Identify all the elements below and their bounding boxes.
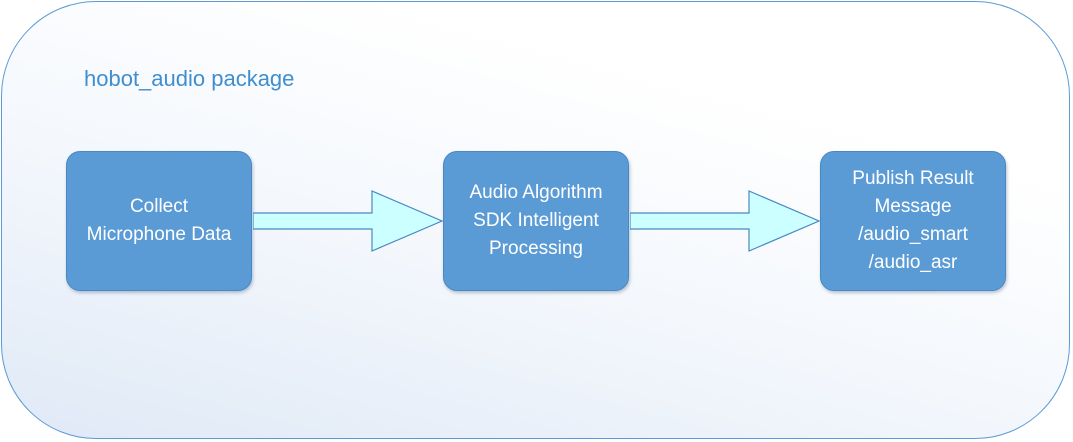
box-line: /audio_smart: [858, 224, 968, 245]
box-line: Processing: [489, 238, 583, 259]
box-line: Message: [874, 196, 952, 217]
box-line: /audio_asr: [868, 252, 958, 273]
box-line: Audio Algorithm: [469, 182, 603, 203]
box-line: Collect: [129, 196, 189, 217]
box-line: Publish Result: [852, 168, 974, 189]
publish-result-message-box: Publish Result Message /audio_smart /aud…: [820, 151, 1006, 291]
arrow-processing-to-publish: [630, 190, 821, 252]
package-label: hobot_audio package: [84, 66, 295, 91]
arrow-collect-to-processing: [253, 190, 444, 252]
box-line: Microphone Data: [86, 224, 232, 245]
box-line: SDK Intelligent: [473, 210, 599, 231]
audio-algorithm-processing-box: Audio Algorithm SDK Intelligent Processi…: [443, 151, 629, 291]
collect-microphone-data-box: Collect Microphone Data: [66, 151, 252, 291]
